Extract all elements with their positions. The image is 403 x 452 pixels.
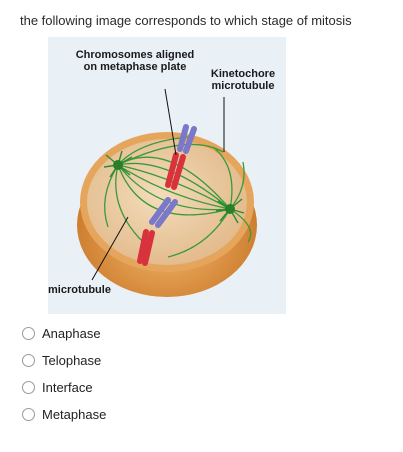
option-label: Interface (42, 379, 93, 395)
radio-button[interactable] (22, 407, 35, 421)
option-label: Telophase (42, 352, 102, 368)
question-text: the following image corresponds to which… (20, 13, 352, 28)
label-kinetochore-microtubule: Kinetochore microtubule (210, 68, 276, 92)
option-telophase[interactable]: Telophase (22, 351, 106, 369)
label-chromosomes: Chromosomes aligned on metaphase plate (75, 49, 195, 73)
spindle-fibers (104, 136, 252, 258)
label-microtubule: microtubule (48, 284, 111, 296)
mitosis-figure: Chromosomes aligned on metaphase plate K… (48, 37, 286, 314)
leader-lines (91, 88, 225, 281)
chromosomes (137, 124, 197, 266)
option-metaphase[interactable]: Metaphase (22, 405, 106, 423)
right-aster (215, 198, 245, 224)
answer-options: Anaphase Telophase Interface Metaphase (22, 324, 106, 432)
option-interface[interactable]: Interface (22, 378, 106, 396)
option-anaphase[interactable]: Anaphase (22, 324, 106, 342)
radio-button[interactable] (22, 326, 35, 340)
option-label: Metaphase (42, 406, 107, 422)
radio-button[interactable] (22, 380, 35, 394)
option-label: Anaphase (42, 325, 101, 341)
mitosis-cell-illustration (77, 88, 257, 297)
radio-button[interactable] (22, 353, 35, 367)
left-aster (103, 150, 133, 178)
